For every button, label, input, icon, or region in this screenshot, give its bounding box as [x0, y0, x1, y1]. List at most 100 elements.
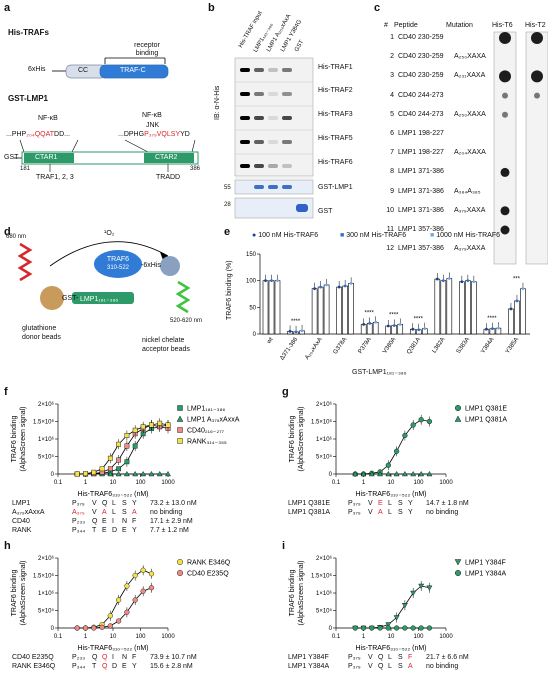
ctar1-seq-pre: ...PHP: [6, 131, 27, 138]
e-point: [343, 284, 347, 288]
e-point: [319, 285, 322, 289]
legend-marker: [454, 570, 461, 577]
e-y-tick-label: 0: [253, 332, 257, 338]
curve-x-tick-label: 100: [413, 480, 424, 486]
e-point: [447, 277, 451, 280]
kd-residue: N: [122, 654, 128, 661]
curve-point: [132, 597, 138, 603]
curve-ylabel: (AlphaScreen signal): [298, 561, 305, 626]
curve-point: [394, 625, 400, 631]
curve-point: [83, 471, 88, 477]
curve-line: [77, 587, 152, 629]
legend-text: LMP1₁₈₁₋₃₈₆: [187, 406, 225, 413]
peptide-mutation: A₂₃₁XAXA: [454, 72, 486, 80]
cc-label: CC: [78, 67, 89, 74]
panel-e-label: e: [224, 226, 231, 238]
peptide-name: LMP1 357-386: [398, 245, 444, 253]
curve-y-tick-label: 2×10⁶: [316, 555, 333, 562]
ctar2-seq: ...DPHGP₃₇₉VQLSYYD: [118, 131, 190, 138]
curve-point: [360, 470, 367, 477]
dot-blot-spot: [500, 167, 510, 177]
curve-point: [385, 622, 392, 628]
peptide-num: 12: [386, 245, 394, 253]
curve-point: [156, 470, 163, 477]
legend-marker: [454, 559, 462, 566]
e-bar: [317, 286, 324, 335]
curve-x-tick-label: 100: [135, 634, 146, 640]
curve-point: [149, 422, 154, 428]
curve-point: [107, 466, 113, 472]
e-legend-2: ■ 1000 nM His-TRAF6: [430, 232, 500, 239]
trafc-label: TRAF-C: [120, 67, 146, 74]
curve-ylabel: TRAF6 binding: [11, 570, 18, 617]
his6-tag-label: -6xHis: [141, 262, 161, 269]
dot-blot-spot: [531, 32, 543, 44]
curve-point: [99, 624, 105, 630]
curve-point: [377, 625, 383, 631]
e-bar: [342, 285, 348, 335]
kd-residue: V: [368, 509, 373, 516]
kd-residue: L: [388, 509, 392, 516]
curve-point: [402, 432, 408, 439]
e-point: [368, 321, 372, 325]
e-legend-0-text: 100 nM His-TRAF6: [258, 232, 319, 239]
e-point: [485, 327, 488, 331]
curve-ylabel: (AlphaScreen signal): [20, 407, 27, 472]
ib-label: IB: α-N-His: [214, 85, 221, 120]
kd-row-name: LMP1 Y384F: [288, 654, 329, 661]
peptide-num: 5: [390, 110, 394, 118]
peptide-num: 8: [390, 168, 394, 176]
panel-a-label: a: [4, 2, 11, 14]
e-point: [472, 280, 476, 284]
kd-residue: A₃₇₉: [72, 509, 85, 516]
kd-residue: P₃₇₉: [348, 509, 361, 516]
curve-x-tick-label: 1: [362, 480, 366, 486]
kd-residue: S: [398, 500, 403, 507]
lmp1-tag-label: LMP1₁₈₁₋₃₈₆: [80, 296, 119, 303]
e-legend-1-text: 300 nM His-TRAF6: [346, 232, 407, 239]
curve-point: [140, 424, 146, 430]
western-band: [268, 92, 278, 96]
curve-point: [132, 470, 139, 477]
curve-point: [140, 567, 146, 573]
coomassie-band: [254, 185, 264, 189]
e-bar: [397, 324, 404, 335]
e-point: [362, 323, 366, 326]
curve-x-tick-label: 1: [84, 480, 88, 486]
e-category-label: Q381A: [406, 337, 422, 356]
curve-x-tick-label: 0.1: [332, 480, 341, 486]
curve-x-tick-label: 0.1: [332, 634, 341, 640]
legend-text: LMP1 Q381E: [465, 406, 507, 413]
kd-residue: Y: [408, 500, 413, 507]
kd-residue: P₃₇₉: [348, 663, 361, 670]
kd-row-name: LMP1: [12, 500, 31, 507]
peptide-num: 7: [390, 149, 394, 157]
western-row-2: His-TRAF3: [318, 111, 353, 118]
traf6-sub: 310-522: [106, 265, 130, 271]
curve-point: [165, 470, 171, 477]
gst-coomassie: [234, 197, 314, 219]
western-band: [282, 92, 292, 96]
kd-row-name: CD40: [12, 518, 30, 525]
curve-x-tick-label: 1000: [439, 634, 453, 640]
curve-x-tick-label: 10: [388, 480, 395, 486]
kd-row-name: RANK E346Q: [12, 663, 56, 670]
western-row-3: His-TRAF5: [318, 135, 353, 142]
western-band: [268, 140, 278, 144]
peptide-mutation: A₃₇₉XAXA: [454, 206, 486, 214]
legend-marker: [454, 415, 462, 422]
curve-ylabel: (AlphaScreen signal): [20, 561, 27, 626]
curve-point: [410, 590, 417, 597]
curve-point: [402, 625, 408, 631]
curve-point: [401, 470, 408, 477]
coomassie-band: [268, 185, 278, 189]
e-category-label: S383A: [456, 337, 471, 355]
panel-g-label: g: [282, 386, 289, 398]
